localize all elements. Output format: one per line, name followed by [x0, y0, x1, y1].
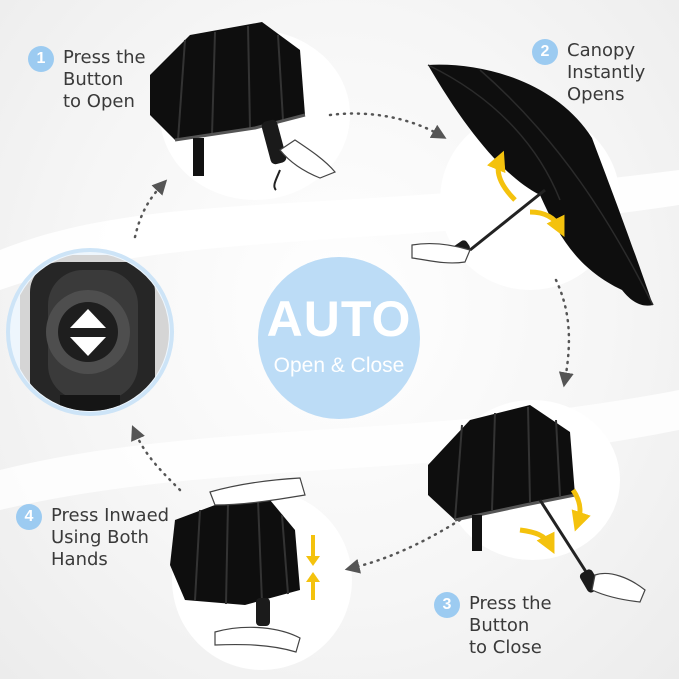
umbrella-closed: [150, 22, 336, 191]
step-1-line-2: Button: [63, 69, 124, 90]
center-title: AUTO: [266, 291, 412, 347]
step-1: 1 Press the Button to Open: [28, 46, 146, 113]
curved-arrow-icon: [519, 527, 555, 554]
umbrella-closing: [428, 405, 646, 603]
hand: [209, 477, 306, 506]
hand: [411, 243, 471, 264]
up-down-arrows-icon: [306, 535, 320, 600]
flow-arrow-1-2: [328, 112, 447, 139]
step-3: 3 Press the Button to Close: [434, 592, 552, 659]
flow-arrow-3-4: [344, 518, 462, 574]
curved-arrow-icon: [486, 150, 517, 202]
step-4-text: Press Inwaed Using Both Hands: [51, 505, 169, 571]
step-3-line-3: to Close: [469, 637, 542, 658]
step-2-line-3: Opens: [567, 84, 625, 105]
button-closeup: [6, 248, 174, 416]
curved-arrow-icon: [529, 209, 565, 237]
hand: [591, 572, 646, 603]
umbrella-open: [411, 64, 654, 306]
flow-arrow-button-1: [133, 179, 168, 239]
umbrella-pressed: [170, 477, 320, 653]
flow-arrow-2-3: [554, 278, 574, 388]
step-2-number: 2: [532, 39, 558, 65]
step-4: 4 Press Inwaed Using Both Hands: [16, 504, 169, 571]
auto-badge: AUTO Open & Close: [258, 257, 420, 419]
step-4-line-2: Using Both: [51, 527, 149, 548]
center-subtitle: Open & Close: [273, 354, 405, 377]
step-3-line-2: Button: [469, 615, 530, 636]
step-1-line-3: to Open: [63, 91, 135, 112]
step-1-text: Press the Button to Open: [63, 47, 146, 113]
step-2-line-2: Instantly: [567, 62, 646, 83]
step-4-line-1: Press Inwaed: [51, 505, 170, 526]
hand: [214, 626, 301, 653]
step-4-line-3: Hands: [51, 549, 108, 570]
step-1-number: 1: [28, 46, 54, 72]
step-1-line-1: Press the: [63, 47, 146, 68]
flow-arrow-4-button: [131, 425, 182, 492]
step-2: 2 Canopy Instantly Opens: [532, 39, 645, 106]
hand: [279, 139, 336, 179]
step-3-number: 3: [434, 592, 460, 618]
step-3-line-1: Press the: [469, 593, 552, 614]
step-3-text: Press the Button to Close: [469, 593, 552, 659]
step-2-text: Canopy Instantly Opens: [567, 40, 645, 106]
step-2-line-1: Canopy: [567, 40, 636, 61]
curved-arrow-icon: [570, 488, 591, 532]
step-4-number: 4: [16, 504, 42, 530]
